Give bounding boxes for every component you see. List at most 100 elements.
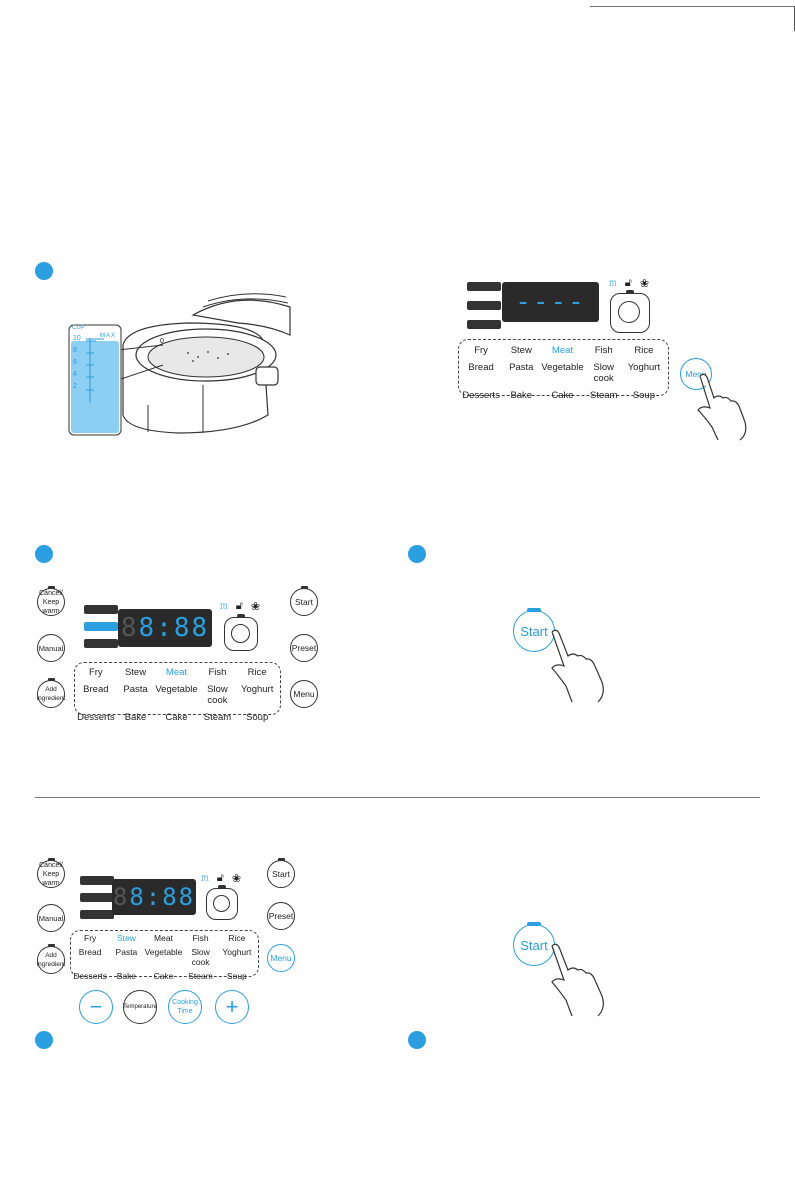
menu-item[interactable]: Cake — [551, 390, 574, 401]
indicator-bar — [84, 605, 118, 614]
preset-button[interactable]: Preset — [290, 634, 318, 662]
menu-item[interactable]: Soup — [632, 390, 655, 401]
temperature-button[interactable]: Temperature — [123, 990, 157, 1024]
menu-item[interactable]: Yoghurt — [240, 684, 274, 695]
menu-item[interactable]: Pasta — [509, 362, 534, 373]
menu-item[interactable]: Rice — [247, 667, 267, 678]
indicator-bar — [80, 876, 114, 885]
menu-item[interactable]: Bake — [116, 971, 137, 981]
menu-item[interactable]: Desserts — [77, 712, 115, 723]
menu-item[interactable]: Bake — [124, 712, 147, 723]
menu-item[interactable]: Bread — [83, 684, 109, 695]
menu-item[interactable]: Meat — [154, 933, 173, 943]
bowl-mark: 0 — [160, 338, 164, 345]
menu-item[interactable]: Pasta — [123, 684, 148, 695]
menu-item[interactable]: Fry — [474, 345, 488, 356]
menu-button[interactable]: Menu — [267, 944, 295, 972]
menu-item[interactable]: Steam — [188, 971, 213, 981]
menu-item[interactable]: Pasta — [115, 947, 138, 957]
menu-item[interactable]: Vegetable — [541, 362, 584, 373]
menu-item[interactable]: Rice — [634, 345, 654, 356]
menu-grid: Fry Stew Meat Fish Rice Bread Pasta Vege… — [72, 933, 255, 981]
step-marker — [35, 545, 53, 563]
cancel-keep-warm-button[interactable]: Cancel/ Keep warm — [37, 858, 65, 888]
menu-item[interactable]: Cake — [165, 712, 188, 723]
menu-grid: Fry Stew Meat Fish Rice Bread Pasta Vege… — [461, 345, 664, 401]
start-button-large[interactable]: Start — [513, 608, 555, 652]
menu-item[interactable]: Slow cook — [191, 947, 210, 967]
section-divider — [35, 797, 760, 798]
menu-item[interactable]: Fish — [192, 933, 209, 943]
pressure-icon: ❀ — [639, 278, 650, 290]
menu-item[interactable]: Slow cook — [207, 684, 228, 706]
hand-pointer-icon — [551, 943, 604, 1017]
menu-button[interactable]: Menu — [680, 358, 712, 390]
menu-item[interactable]: Cake — [153, 971, 174, 981]
add-ingredient-button[interactable]: Add ingredient — [37, 678, 65, 708]
menu-item[interactable]: Fish — [594, 345, 613, 356]
step-marker — [35, 1031, 53, 1049]
pressure-knob[interactable] — [610, 290, 650, 333]
menu-item[interactable]: Steam — [589, 390, 618, 401]
step-marker — [408, 545, 426, 563]
indicator-bar — [467, 301, 501, 310]
unlock-icon: 🔓︎ — [235, 600, 243, 612]
lock-icon: 𝚖 — [609, 277, 617, 289]
menu-box — [70, 930, 259, 977]
menu-item[interactable]: Bread — [78, 947, 102, 957]
menu-item[interactable]: Yoghurt — [222, 947, 252, 957]
status-icons: 𝚖🔓︎❀ — [609, 277, 649, 290]
led-display: 88:88 — [118, 609, 212, 647]
menu-item[interactable]: Fry — [84, 933, 97, 943]
menu-button[interactable]: Menu — [290, 680, 318, 708]
cooking-time-button[interactable]: Cooking Time — [168, 990, 202, 1024]
menu-item[interactable]: Desserts — [73, 971, 107, 981]
plus-button[interactable]: + — [215, 990, 249, 1024]
pressure-knob[interactable] — [224, 614, 258, 651]
manual-button[interactable]: Manual — [37, 634, 65, 662]
manual-button[interactable]: Manual — [37, 904, 65, 932]
cancel-keep-warm-button[interactable]: Cancel/ Keep warm — [37, 586, 65, 616]
menu-item[interactable]: Yoghurt — [627, 362, 661, 373]
pressure-icon: ❀ — [250, 601, 261, 613]
led-display: ---- — [502, 282, 599, 322]
indicator-bar — [84, 639, 118, 648]
indicator-bar — [467, 320, 501, 329]
menu-item[interactable]: Bread — [468, 362, 494, 373]
step-marker — [35, 262, 53, 280]
menu-item[interactable]: Vegetable — [144, 947, 183, 957]
menu-item[interactable]: Vegetable — [155, 684, 198, 695]
menu-item[interactable]: Desserts — [462, 390, 500, 401]
menu-item[interactable]: Stew — [510, 345, 532, 356]
menu-item-selected[interactable]: Meat — [551, 345, 574, 356]
menu-item[interactable]: Soup — [246, 712, 269, 723]
indicator-bar — [467, 282, 501, 291]
pressure-icon: ❀ — [231, 873, 242, 885]
menu-item[interactable]: Fish — [208, 667, 227, 678]
add-ingredient-button[interactable]: Add ingredient — [37, 944, 65, 974]
lock-icon: 𝚖 — [220, 600, 228, 612]
menu-item-selected[interactable]: Stew — [116, 933, 136, 943]
menu-item[interactable]: Fry — [88, 667, 103, 678]
menu-item[interactable]: Steam — [203, 712, 232, 723]
preset-button[interactable]: Preset — [267, 902, 295, 930]
start-button-large[interactable]: Start — [513, 922, 555, 966]
pressure-knob[interactable] — [206, 885, 238, 920]
start-button[interactable]: Start — [267, 858, 295, 888]
minus-button[interactable]: − — [79, 990, 113, 1024]
hand-pointer-icon — [697, 373, 747, 441]
crop-mark — [590, 6, 795, 7]
menu-item-selected[interactable]: Meat — [165, 667, 188, 678]
start-button[interactable]: Start — [290, 586, 318, 616]
cup-label: CUP — [72, 325, 85, 331]
menu-item[interactable]: Stew — [124, 667, 147, 678]
menu-item[interactable]: Soup — [226, 971, 247, 981]
step-marker — [408, 1031, 426, 1049]
status-icons: 𝚖 🔓︎ ❀ — [220, 600, 260, 613]
hand-pointer-icon — [551, 629, 604, 703]
menu-item[interactable]: Slow cook — [593, 362, 615, 384]
menu-item[interactable]: Bake — [510, 390, 533, 401]
menu-item[interactable]: Rice — [228, 933, 246, 943]
